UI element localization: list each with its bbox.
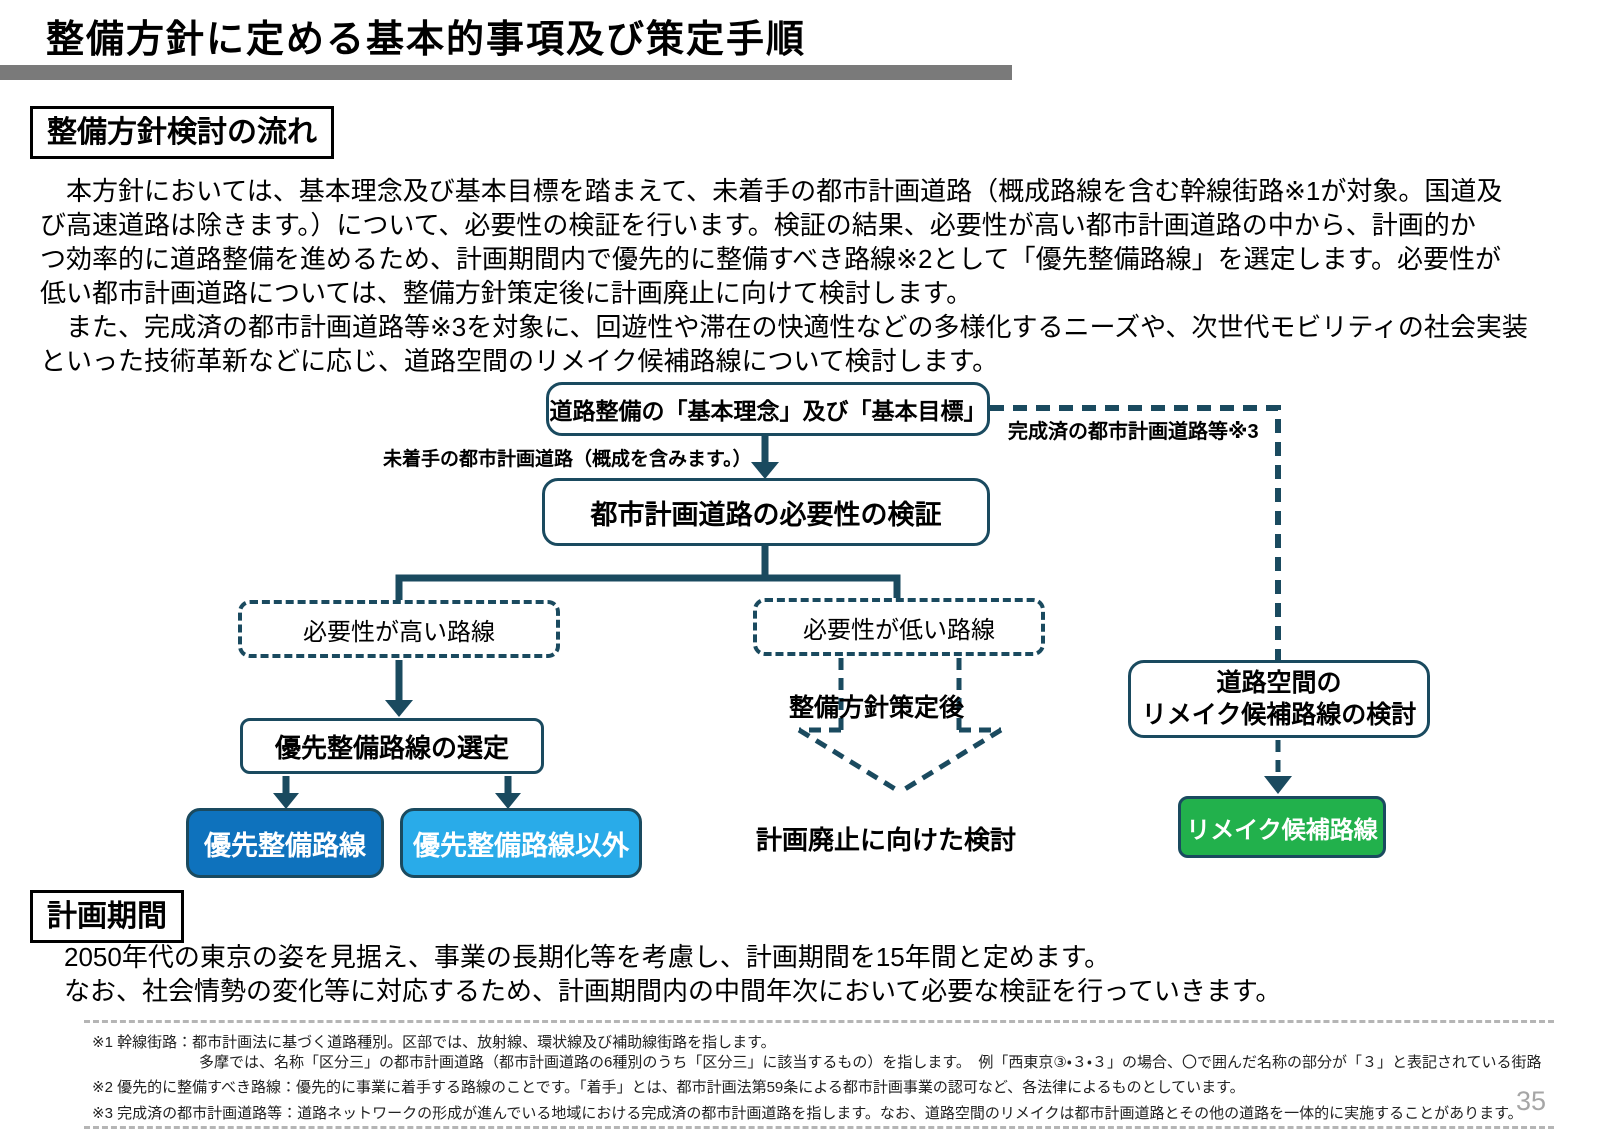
arrowhead-remake	[1264, 776, 1292, 794]
flow-box-basic-principles: 道路整備の「基本理念」及び「基本目標」	[546, 382, 990, 436]
arrowhead-priority	[273, 793, 299, 809]
footnote-separator	[84, 1020, 1554, 1023]
footnote-1-line1: ※1 幹線街路：都市計画法に基づく道路種別。区部では、放射線、環状線及び補助線街…	[92, 1034, 776, 1051]
page-title: 整備方針に定める基本的事項及び策定手順	[46, 19, 807, 61]
flow-box-non-priority-routes: 優先整備路線以外	[400, 808, 642, 878]
label-plan-abolition: 計画廃止に向けた検討	[756, 825, 1017, 855]
arrowhead-verify	[751, 462, 779, 479]
label-unstarted-roads: 未着手の都市計画道路（概成を含みます。）	[383, 449, 752, 470]
period-paragraph: 2050年代の東京の姿を見据え、事業の長期化等を考慮し、計画期間を15年間と定め…	[64, 940, 1281, 1008]
flow-box-high-necessity: 必要性が高い路線	[238, 600, 560, 658]
section-heading-flow: 整備方針検討の流れ	[30, 106, 334, 159]
flow-box-low-necessity: 必要性が低い路線	[753, 598, 1045, 656]
flow-box-remake-candidates: リメイク候補路線	[1178, 796, 1386, 858]
paragraph-line: 低い都市計画道路については、整備方針策定後に計画廃止に向けて検討します。	[40, 278, 973, 308]
paragraph-line: つ効率的に道路整備を進めるため、計画期間内で優先的に整備すべき路線※2として「優…	[40, 244, 1502, 274]
page-number: 35	[1516, 1086, 1547, 1116]
remake-study-line2: リメイク候補路線の検討	[1141, 701, 1417, 729]
title-underline-bar	[0, 65, 1012, 80]
period-line: 2050年代の東京の姿を見据え、事業の長期化等を考慮し、計画期間を15年間と定め…	[64, 942, 1111, 972]
paragraph-line: また、完成済の都市計画道路等※3を対象に、回遊性や滞在の快適性などの多様化するニ…	[40, 312, 1528, 342]
flow-box-priority-routes: 優先整備路線	[186, 808, 384, 878]
bottom-separator	[84, 1126, 1554, 1129]
flow-intro-paragraph: 本方針においては、基本理念及び基本目標を踏まえて、未着手の都市計画道路（概成路線…	[40, 174, 1570, 378]
footnote-1-line2: 多摩では、名称「区分三」の都市計画道路（都市計画道路の6種別のうち「区分三」に該…	[199, 1054, 1542, 1071]
connector-split	[395, 542, 901, 604]
dashed-arrow-abolition	[797, 658, 1003, 795]
paragraph-line: といった技術革新などに応じ、道路空間のリメイク候補路線について検討します。	[40, 346, 999, 376]
flow-box-priority-selection: 優先整備路線の選定	[240, 718, 544, 774]
flow-box-remake-study: 道路空間の リメイク候補路線の検討	[1128, 660, 1430, 738]
flow-box-necessity-verification: 都市計画道路の必要性の検証	[542, 478, 990, 546]
arrowhead-nonpriority	[495, 793, 521, 809]
connector-completed-dashed	[990, 405, 1281, 660]
remake-study-line1: 道路空間の	[1216, 668, 1342, 697]
section-heading-period: 計画期間	[30, 890, 184, 943]
arrowhead-select	[385, 700, 413, 717]
footnote-3: ※3 完成済の都市計画道路等：道路ネットワークの形成が進んでいる地域における完成…	[92, 1105, 1523, 1122]
label-after-policy: 整備方針策定後	[789, 694, 965, 722]
footnote-2: ※2 優先的に整備すべき路線：優先的に事業に着手する路線のことです。「着手」とは…	[92, 1079, 1245, 1096]
paragraph-line: び高速道路は除きます。）について、必要性の検証を行います。検証の結果、必要性が高…	[40, 210, 1476, 240]
label-completed-roads: 完成済の都市計画道路等※3	[1008, 421, 1259, 443]
period-line: なお、社会情勢の変化等に対応するため、計画期間内の中間年次において必要な検証を行…	[64, 976, 1282, 1006]
paragraph-line: 本方針においては、基本理念及び基本目標を踏まえて、未着手の都市計画道路（概成路線…	[40, 176, 1503, 206]
